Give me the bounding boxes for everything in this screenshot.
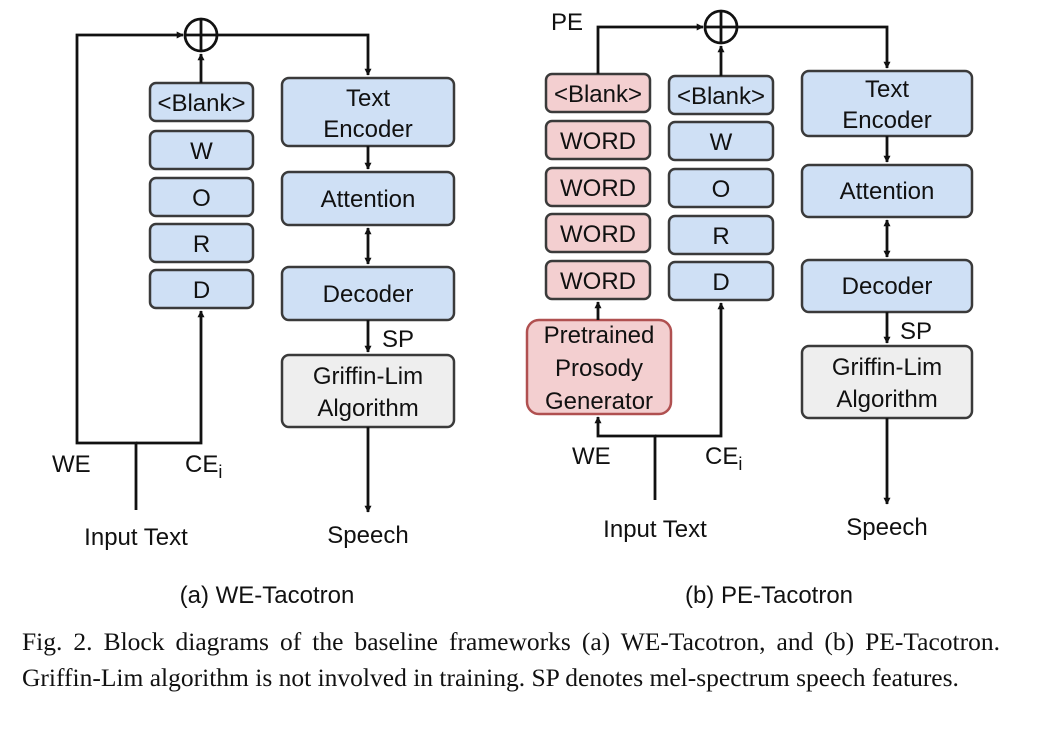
char-block-label: O — [192, 185, 211, 212]
subcaption-b: (b) PE-Tacotron — [685, 582, 853, 609]
char-block-label: <Blank> — [157, 90, 245, 117]
subcaption-a: (a) WE-Tacotron — [180, 582, 355, 609]
char-block-stack-a: <Blank> W O R D — [148, 81, 255, 310]
figure-caption: Fig. 2. Block diagrams of the baseline f… — [22, 627, 1000, 692]
ce-connector-b — [655, 302, 725, 438]
vocoder-label-line2: Algorithm — [317, 395, 418, 422]
char-block-label: D — [712, 269, 729, 296]
char-block-r-a — [148, 222, 255, 264]
vocoder-label-line1: Griffin-Lim — [832, 354, 942, 381]
char-block-w-a — [148, 129, 255, 171]
word-block-stack-b: <Blank> WORD WORD WORD WORD — [544, 72, 652, 301]
panel-pe-tacotron: <Blank> WORD WORD WORD WORD <Blank> W O … — [525, 9, 974, 609]
decoder-label: Decoder — [323, 281, 414, 308]
ce-label: CEi — [185, 451, 222, 482]
char-block-label: W — [190, 138, 213, 165]
sp-label: SP — [382, 326, 414, 353]
sp-label: SP — [900, 318, 932, 345]
char-block-label: W — [710, 129, 733, 156]
word-block-b — [544, 119, 652, 161]
char-block-o-a — [148, 176, 255, 218]
ce-label: CEi — [705, 443, 742, 474]
speech-output-label: Speech — [846, 514, 927, 541]
prosody-label-line1: Pretrained — [544, 322, 655, 349]
we-label: WE — [52, 451, 91, 478]
ce-connector-a — [136, 310, 205, 445]
text-encoder-label-line2: Encoder — [842, 107, 931, 134]
char-block-o-b — [667, 167, 775, 209]
word-block-label: WORD — [560, 221, 636, 248]
word-block-label: WORD — [560, 175, 636, 202]
pe-connector-b — [596, 23, 704, 74]
char-block-d-a — [148, 268, 255, 310]
word-block-label: <Blank> — [554, 81, 642, 108]
word-block-b — [544, 212, 652, 254]
word-block-b — [544, 166, 652, 208]
sum-to-encoder-arrow-b — [737, 25, 891, 69]
text-encoder-label-line1: Text — [865, 76, 909, 103]
text-encoder-label-line2: Encoder — [323, 116, 412, 143]
we-connector-a — [75, 31, 184, 510]
we-label: WE — [572, 443, 611, 470]
char-block-label: R — [193, 231, 210, 258]
sum-node-b — [703, 9, 739, 45]
attention-label: Attention — [840, 178, 935, 205]
prosody-label-line3: Generator — [545, 388, 653, 415]
prosody-label-line2: Prosody — [555, 355, 643, 382]
panel-we-tacotron: <Blank> W O R D Text Encoder Attention D… — [52, 17, 456, 609]
decoder-label: Decoder — [842, 273, 933, 300]
char-block-label: R — [712, 223, 729, 250]
attention-a — [280, 170, 456, 227]
char-block-d-b — [667, 260, 775, 302]
sum-to-encoder-arrow-a — [217, 33, 372, 76]
vocoder-label-line2: Algorithm — [836, 386, 937, 413]
input-text-label: Input Text — [84, 524, 188, 551]
char-block-label: O — [712, 176, 731, 203]
speech-output-label: Speech — [327, 522, 408, 549]
char-block-r-b — [667, 214, 775, 256]
char-block-label: <Blank> — [677, 83, 765, 110]
text-encoder-label-line1: Text — [346, 85, 390, 112]
attention-b — [800, 163, 974, 219]
input-text-label: Input Text — [603, 516, 707, 543]
word-block-label: WORD — [560, 128, 636, 155]
attention-label: Attention — [321, 186, 416, 213]
char-block-stack-b: <Blank> W O R D — [667, 74, 775, 302]
sum-node-a — [183, 17, 219, 53]
word-block-b — [544, 259, 652, 301]
char-block-w-b — [667, 120, 775, 162]
pe-label: PE — [551, 9, 583, 36]
we-connector-b — [594, 416, 657, 500]
char-block-label: D — [193, 277, 210, 304]
vocoder-label-line1: Griffin-Lim — [313, 363, 423, 390]
word-block-label: WORD — [560, 268, 636, 295]
